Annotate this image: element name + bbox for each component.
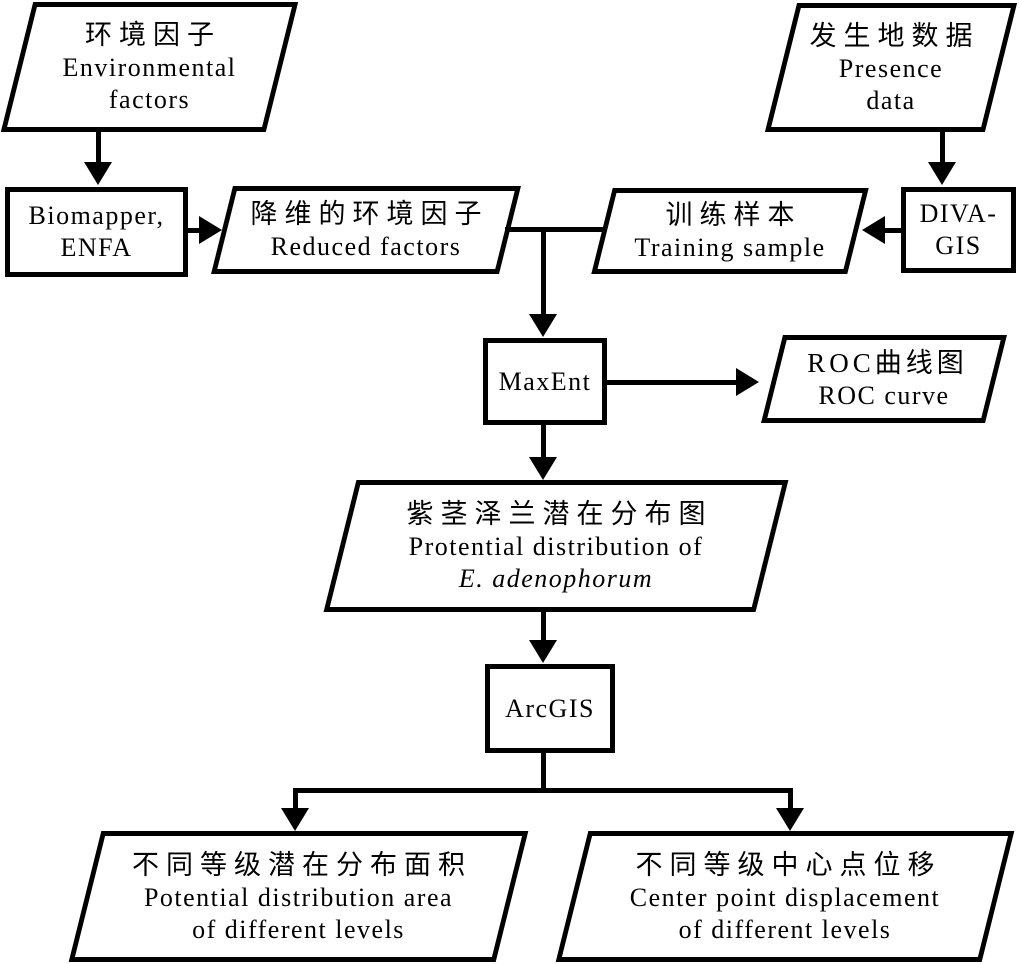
- node-label: 紫茎泽兰潜在分布图 Protential distribution of E. …: [340, 480, 772, 612]
- edge-biomapper-reduced-line: [188, 228, 202, 233]
- label-en: Potential distribution area: [143, 882, 454, 912]
- node-label: ArcGIS: [485, 664, 615, 753]
- label-en: ROC curve: [818, 381, 950, 410]
- edge-divagis-training-arrowhead: [862, 216, 885, 244]
- edge-branch-right-arrowhead: [776, 808, 804, 831]
- node-label: 训练样本 Training sample: [602, 188, 858, 274]
- node-training-sample: 训练样本 Training sample: [591, 188, 869, 274]
- edge-maxent-potential-line: [541, 425, 546, 459]
- edge-arcgis-branch-line: [541, 753, 546, 792]
- node-label: DIVA- GIS: [901, 187, 1016, 273]
- label-zh: 不同等级中心点位移: [635, 849, 942, 880]
- rectangle-shape: [483, 338, 607, 425]
- edge-branch-left-arrowhead: [281, 808, 309, 831]
- edge-env-biomapper-arrowhead: [84, 162, 112, 185]
- label-en: ArcGIS: [505, 693, 595, 723]
- label-en: Environmental: [62, 53, 237, 82]
- edge-junction-maxent-arrowhead: [529, 314, 557, 337]
- edge-branch-left-line: [293, 788, 298, 810]
- node-potential-distribution: 紫茎泽兰潜在分布图 Protential distribution of E. …: [323, 480, 789, 612]
- edge-maxent-potential-arrowhead: [529, 457, 557, 480]
- label-zh: 紫茎泽兰潜在分布图: [406, 499, 713, 529]
- label-zh: 环境因子: [85, 20, 221, 50]
- node-label: 不同等级中心点位移 Center point displacement of d…: [572, 831, 998, 962]
- label-en: Presence: [838, 53, 944, 83]
- label-en: of different levels: [192, 914, 405, 944]
- rectangle-shape: [485, 664, 615, 753]
- node-label: MaxEnt: [483, 338, 607, 425]
- label-zh: ROC曲线图: [807, 348, 968, 378]
- node-label: Biomapper, ENFA: [5, 187, 188, 277]
- edge-junction-maxent-line: [541, 227, 546, 315]
- rectangle-shape: [5, 187, 188, 277]
- node-distribution-area: 不同等级潜在分布面积 Potential distribution area o…: [68, 831, 529, 962]
- label-zh: 发生地数据: [809, 20, 980, 51]
- edge-presence-divagis-arrowhead: [928, 162, 956, 185]
- label-en: of different levels: [678, 914, 892, 944]
- edge-presence-divagis-line: [940, 132, 945, 164]
- label-en: Training sample: [634, 233, 826, 262]
- label-zh: 不同等级潜在分布面积: [132, 849, 472, 880]
- edge-junction-horizontal-line: [505, 227, 605, 232]
- label-en: Center point displacement: [629, 882, 941, 912]
- label-en: DIVA-: [919, 199, 998, 228]
- node-diva-gis: DIVA- GIS: [901, 187, 1016, 273]
- label-en: ENFA: [60, 233, 133, 262]
- node-label: 不同等级潜在分布面积 Potential distribution area o…: [85, 831, 512, 962]
- node-presence-data: 发生地数据 Presence data: [764, 3, 1018, 132]
- label-en: MaxEnt: [498, 366, 592, 396]
- node-biomapper-enfa: Biomapper, ENFA: [5, 187, 188, 277]
- node-roc-curve: ROC曲线图 ROC curve: [761, 335, 1007, 423]
- node-maxent: MaxEnt: [483, 338, 607, 425]
- edge-maxent-roc-arrowhead: [736, 368, 759, 396]
- node-environmental-factors: 环境因子 Environmental factors: [0, 2, 299, 132]
- label-en: Biomapper,: [28, 201, 165, 230]
- node-arcgis: ArcGIS: [485, 664, 615, 753]
- edge-biomapper-reduced-arrowhead: [199, 216, 222, 244]
- rectangle-shape: [901, 187, 1016, 273]
- label-zh: 降维的环境因子: [250, 199, 489, 229]
- edge-branch-horizontal-line: [293, 788, 793, 793]
- label-en: Protential distribution of: [408, 532, 704, 561]
- edge-branch-right-line: [788, 788, 793, 810]
- node-label: 环境因子 Environmental factors: [17, 2, 282, 132]
- node-reduced-factors: 降维的环境因子 Reduced factors: [211, 186, 521, 274]
- edge-potential-arcgis-line: [541, 612, 546, 642]
- node-label: 发生地数据 Presence data: [781, 3, 1001, 132]
- node-center-displacement: 不同等级中心点位移 Center point displacement of d…: [555, 831, 1015, 962]
- edge-potential-arcgis-arrowhead: [529, 640, 557, 663]
- label-en: factors: [108, 85, 191, 114]
- label-zh: 训练样本: [665, 200, 802, 230]
- label-en: data: [866, 85, 916, 115]
- label-en: Reduced factors: [270, 232, 462, 261]
- node-label: ROC曲线图 ROC curve: [772, 335, 996, 423]
- edge-divagis-training-line: [884, 228, 901, 233]
- edge-env-biomapper-line: [96, 132, 101, 164]
- edge-maxent-roc-line: [607, 380, 737, 385]
- label-en: GIS: [935, 231, 982, 260]
- node-label: 降维的环境因子 Reduced factors: [222, 186, 510, 274]
- label-en-species: E. adenophorum: [458, 564, 654, 593]
